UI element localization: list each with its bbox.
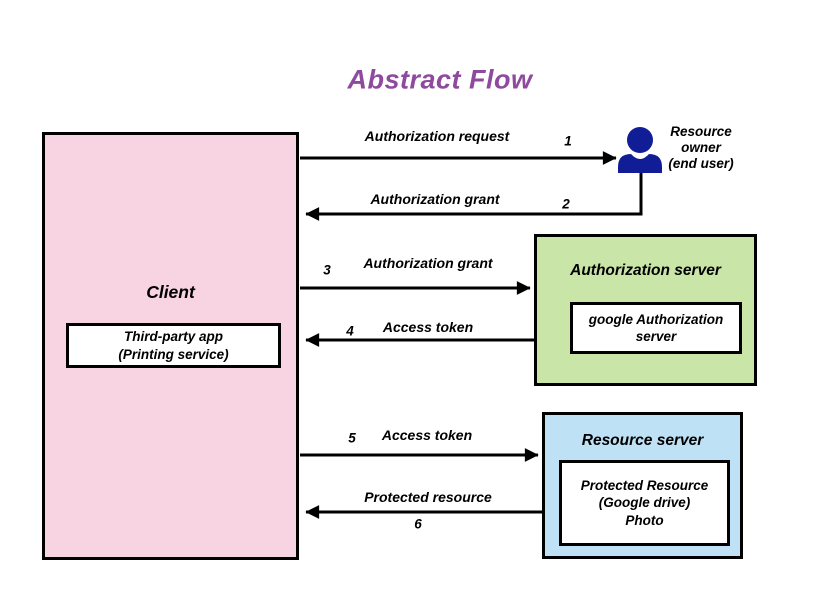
arrow-6-number: 6 [414,516,422,532]
authorization-server-box: Authorization server google Authorizatio… [534,234,757,386]
arrow-1-number: 1 [564,133,572,149]
resource-owner-line1: Resource [670,124,732,139]
authorization-server-inner-box: google Authorization server [570,302,742,354]
person-icon [618,127,662,173]
arrow-4-label: Access token [382,319,474,335]
resource-server-box: Resource server Protected Resource (Goog… [542,412,743,559]
arrow-2-number: 2 [562,196,570,212]
client-box: Client Third-party app (Printing service… [42,132,299,560]
client-label: Client [146,282,195,302]
diagram-title: Abstract Flow [347,64,533,95]
resource-owner-line2: owner [681,140,721,155]
resource-server-inner-box: Protected Resource (Google drive) Photo [559,460,730,546]
arrow-6-label: Protected resource [364,489,492,505]
resource-server-inner-line3: Photo [625,512,664,528]
arrow-5-number: 5 [348,430,356,446]
arrow-4-number: 4 [346,323,354,339]
client-inner-box: Third-party app (Printing service) [66,323,281,368]
arrow-3-number: 3 [323,262,331,278]
resource-server-label: Resource server [581,432,704,449]
arrow-5-label: Access token [381,427,473,443]
resource-owner-line3: (end user) [668,156,734,171]
arrow-3-label: Authorization grant [363,255,493,271]
resource-server-inner-line2: (Google drive) [598,495,691,511]
resource-owner-label: Resource owner (end user) [668,124,733,172]
authorization-server-inner-line2: server [635,329,677,344]
resource-server-inner-line1: Protected Resource [580,477,709,493]
arrow-1-label: Authorization request [364,128,510,144]
client-inner-line2: (Printing service) [118,346,229,362]
arrow-2-label: Authorization grant [370,191,500,207]
authorization-server-label: Authorization server [570,262,721,279]
client-inner-line1: Third-party app [123,329,223,344]
authorization-server-inner-line1: google Authorization [588,311,724,327]
arrow-2-authorization-grant [305,172,643,221]
